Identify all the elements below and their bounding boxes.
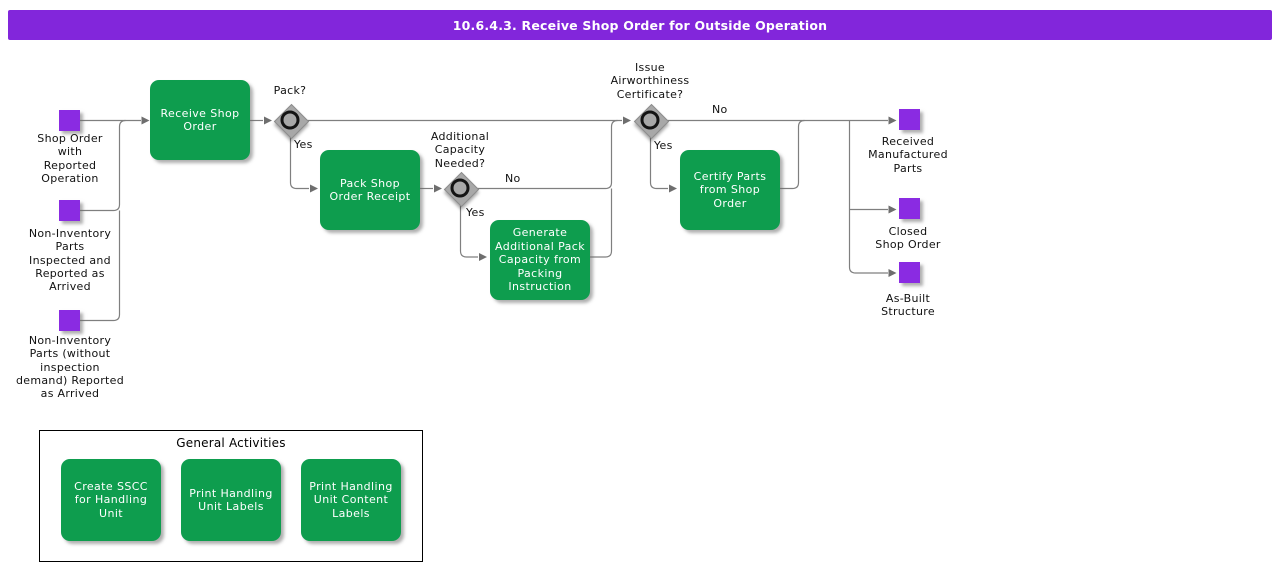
- gateway-circle-icon: [640, 110, 660, 130]
- branch-label-capacity-yes: Yes: [466, 206, 485, 219]
- gateway-question-airworthiness: Issue Airworthiness Certificate?: [610, 61, 690, 101]
- task-generate-additional-pack-capacity[interactable]: Generate Additional Pack Capacity from P…: [490, 220, 590, 300]
- gateway-circle-icon: [280, 110, 300, 130]
- event-label-shop-order-reported: Shop Order with Reported Operation: [37, 132, 103, 185]
- task-print-handling-unit-labels[interactable]: Print Handling Unit Labels: [181, 459, 281, 541]
- event-label-received-manufactured-parts: Received Manufactured Parts: [868, 135, 948, 175]
- branch-label-airworthiness-no: No: [712, 103, 728, 116]
- event-noninventory-no-inspection[interactable]: [59, 310, 80, 331]
- gateway-circle-icon: [450, 178, 470, 198]
- event-label-noninventory-no-inspection: Non-Inventory Parts (without inspection …: [16, 334, 124, 401]
- task-certify-parts-from-shop-order[interactable]: Certify Parts from Shop Order: [680, 150, 780, 230]
- event-noninventory-inspected[interactable]: [59, 200, 80, 221]
- gateway-question-pack: Pack?: [273, 84, 307, 97]
- branch-label-pack-yes: Yes: [294, 138, 313, 151]
- general-activities-title: General Activities: [176, 436, 286, 450]
- connector-lines: [80, 119, 888, 322]
- event-label-noninventory-inspected: Non-Inventory Parts Inspected and Report…: [28, 227, 112, 294]
- gateway-pack: [273, 103, 309, 139]
- event-label-closed-shop-order: Closed Shop Order: [875, 225, 941, 252]
- diagram-title-bar: 10.6.4.3. Receive Shop Order for Outside…: [8, 10, 1272, 40]
- event-label-as-built-structure: As-Built Structure: [881, 292, 935, 319]
- branch-label-airworthiness-yes: Yes: [654, 139, 673, 152]
- task-receive-shop-order[interactable]: Receive Shop Order: [150, 80, 250, 160]
- event-received-manufactured-parts[interactable]: [899, 109, 920, 130]
- event-shop-order-reported[interactable]: [59, 110, 80, 131]
- branch-label-capacity-no: No: [505, 172, 521, 185]
- gateway-additional-capacity: [443, 171, 479, 207]
- gateway-airworthiness: [633, 103, 669, 139]
- general-activities-panel: General Activities Create SSCC for Handl…: [39, 430, 423, 562]
- task-print-handling-unit-content-labels[interactable]: Print Handling Unit Content Labels: [301, 459, 401, 541]
- event-closed-shop-order[interactable]: [899, 198, 920, 219]
- arrowheads: [141, 116, 897, 277]
- event-as-built-structure[interactable]: [899, 262, 920, 283]
- task-create-sscc[interactable]: Create SSCC for Handling Unit: [61, 459, 161, 541]
- gateway-question-additional-capacity: Additional Capacity Needed?: [430, 130, 490, 170]
- task-pack-shop-order-receipt[interactable]: Pack Shop Order Receipt: [320, 150, 420, 230]
